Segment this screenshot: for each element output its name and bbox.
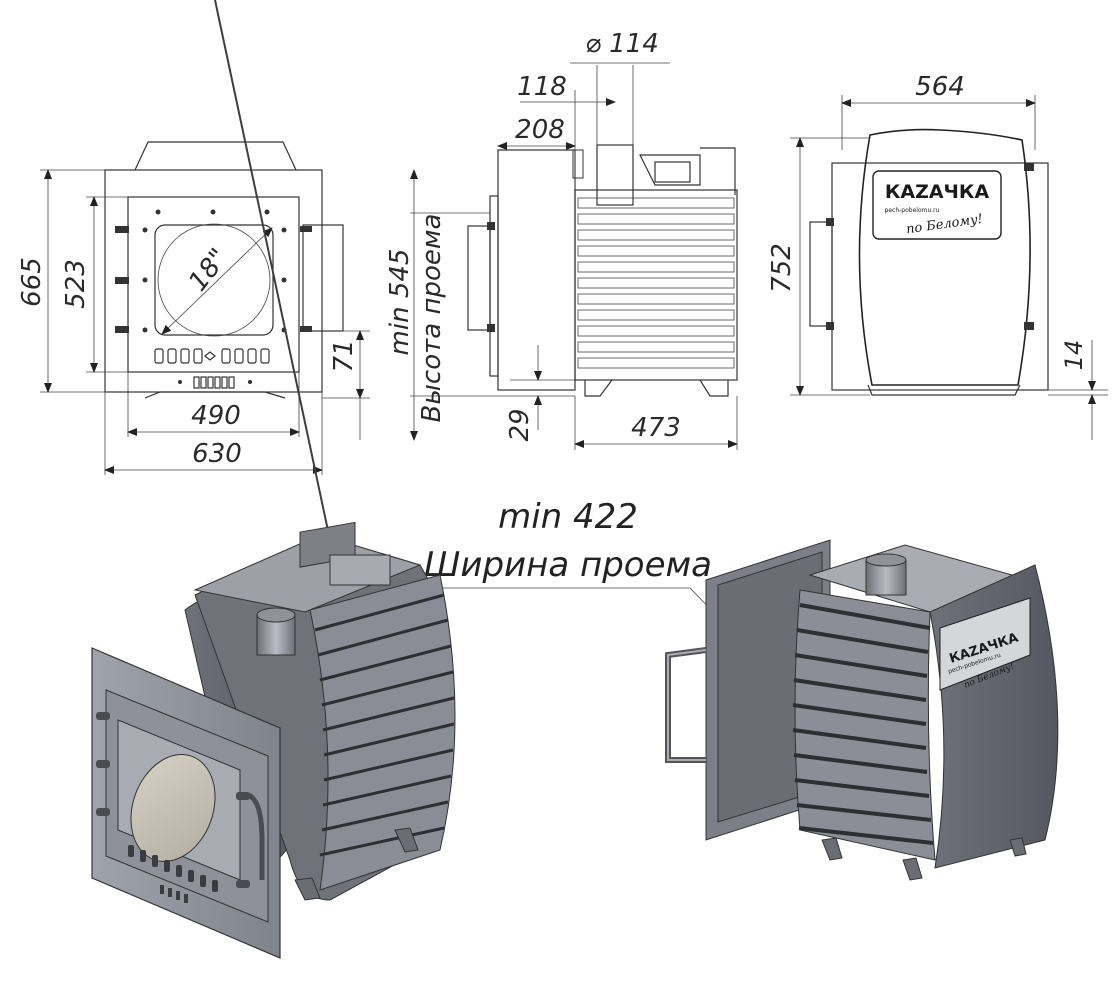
dim-chimney-diameter: ⌀ 114 (585, 29, 659, 59)
opening-height-caption: Высота проема (417, 214, 447, 423)
opening-width-callout: min 422 Ширина проема (424, 497, 756, 656)
opening-width-value: min 422 (498, 497, 638, 537)
dim-glass-diameter: 18" (183, 243, 234, 297)
back-view-logo-plate: КАZАЧКА pech-pobelomu.ru по Белому! (872, 170, 1002, 240)
back-logo-site: pech-pobelomu.ru (885, 207, 940, 214)
back-view: КАZАЧКА pech-pobelomu.ru по Белому! 564 … (767, 72, 1108, 440)
dim-back-height: 752 (767, 243, 797, 293)
iso-back-view: КАZАЧКА pech-pobelomu.ru по Белому! (665, 539, 1059, 881)
opening-width-caption: Ширина проема (424, 545, 712, 585)
dim-front-total-width: 630 (192, 439, 242, 469)
dim-door-depth: 208 (515, 115, 565, 145)
dim-chimney-offset: 118 (517, 72, 567, 102)
dim-front-door-width: 490 (191, 401, 241, 431)
back-logo-brand: КАZАЧКА (885, 181, 990, 203)
dim-front-door-height: 523 (61, 259, 91, 309)
dim-back-width: 564 (915, 72, 965, 102)
dim-opening-height: min 545 (385, 249, 415, 356)
iso-front-view (91, 0, 456, 959)
dim-body-depth: 473 (631, 413, 681, 443)
front-view: 665 523 18" 71 490 630 (17, 141, 370, 475)
side-view: ⌀ 114 118 208 min 545 Высота проема 29 4… (385, 29, 738, 450)
dim-front-total-height: 665 (17, 257, 47, 307)
dim-front-bottom-offset: 71 (329, 339, 359, 372)
dim-side-base-height: 29 (505, 408, 535, 441)
dim-back-base-height: 14 (1060, 340, 1088, 371)
